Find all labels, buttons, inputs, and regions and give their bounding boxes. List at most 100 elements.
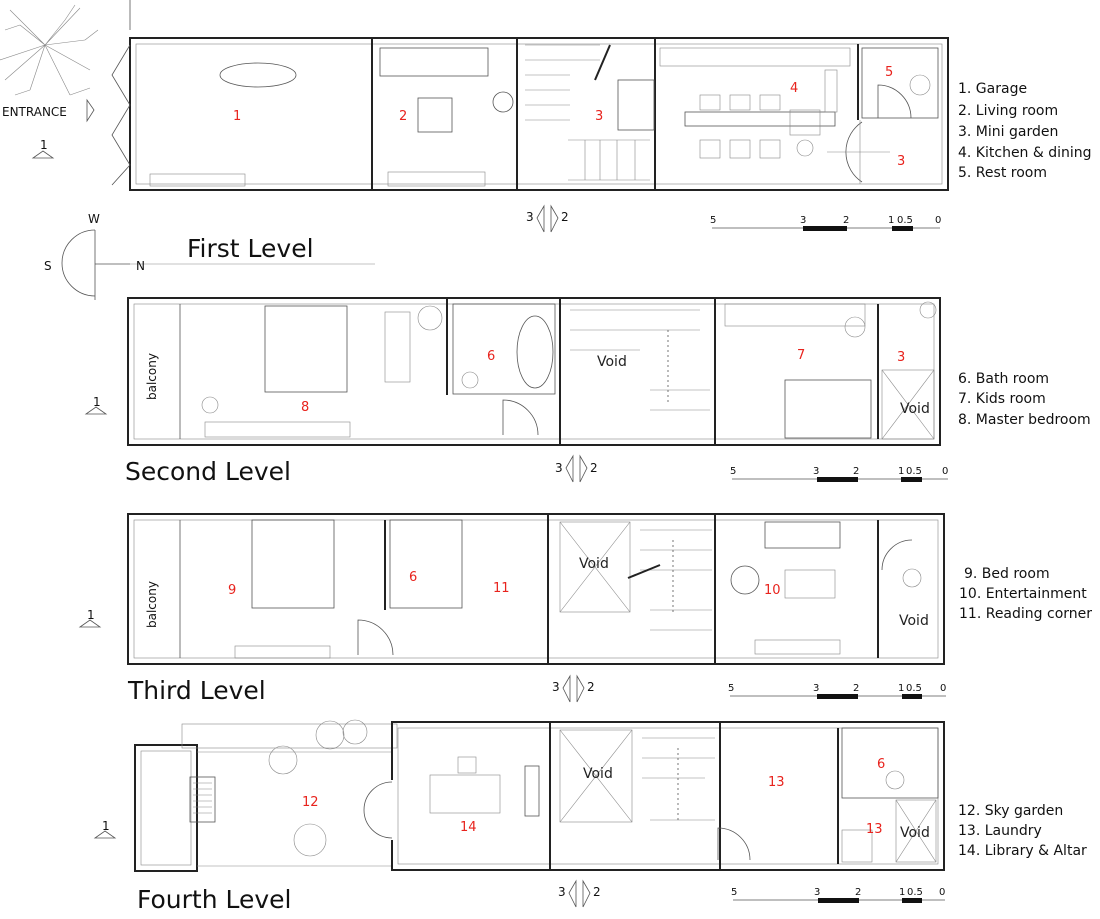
room-number: 2	[399, 109, 407, 124]
void-label: Void	[899, 613, 929, 629]
svg-text:2: 2	[853, 683, 859, 694]
svg-text:3: 3	[813, 683, 819, 694]
balcony-label: balcony	[145, 353, 159, 400]
svg-text:1: 1	[93, 395, 101, 409]
svg-text:3: 3	[552, 680, 560, 694]
scale-bar-third: 5 3 2 1 0.5 0	[728, 683, 946, 699]
svg-text:1: 1	[888, 215, 894, 226]
section-marker-second: 1	[84, 395, 108, 415]
legend-item: 10. Entertainment	[959, 586, 1087, 602]
tree-symbol	[0, 4, 99, 96]
compass: W S N	[44, 212, 375, 300]
svg-text:3: 3	[558, 885, 566, 899]
legend-item: 14. Library & Altar	[958, 843, 1087, 859]
room-number: 1	[233, 109, 241, 124]
room-number: 13	[768, 775, 785, 790]
compass-north: N	[136, 259, 145, 273]
svg-text:1: 1	[898, 466, 904, 477]
entrance-arrow-icon	[86, 98, 95, 123]
room-number: 6	[877, 757, 885, 772]
room-number: 11	[493, 581, 510, 596]
third-level-plan	[127, 513, 945, 665]
fourth-level-plan	[134, 719, 945, 872]
svg-text:2: 2	[587, 680, 595, 694]
svg-text:3: 3	[814, 887, 820, 898]
svg-text:0: 0	[935, 215, 941, 226]
svg-text:1: 1	[40, 138, 48, 152]
room-number: 14	[460, 820, 477, 835]
first-level-plan	[111, 37, 949, 191]
legend-item: 8. Master bedroom	[958, 412, 1091, 428]
svg-text:2: 2	[853, 466, 859, 477]
scale-bar-fourth: 5 3 2 1 0.5 0	[731, 887, 945, 903]
void-label: Void	[900, 401, 930, 417]
room-number: 5	[885, 65, 893, 80]
svg-text:2: 2	[561, 210, 569, 224]
legend-item: 12. Sky garden	[958, 803, 1063, 819]
legend-third: 9. Bed room 10. Entertainment 11. Readin…	[959, 566, 1092, 622]
section-arrows-first: 3 2	[526, 204, 569, 233]
svg-text:2: 2	[855, 887, 861, 898]
svg-text:3: 3	[555, 461, 563, 475]
room-number: 3	[897, 154, 905, 169]
svg-text:5: 5	[731, 887, 737, 898]
svg-text:0: 0	[942, 466, 948, 477]
legend-item: 13. Laundry	[958, 823, 1042, 839]
void-label: Void	[900, 825, 930, 841]
void-label: Void	[597, 354, 627, 370]
svg-text:1: 1	[87, 608, 95, 622]
room-number: 6	[409, 570, 417, 585]
svg-text:3: 3	[526, 210, 534, 224]
legend-second: 6. Bath room 7. Kids room 8. Master bedr…	[958, 371, 1091, 428]
room-number: 6	[487, 349, 495, 364]
section-marker-fourth: 1	[93, 819, 117, 839]
svg-text:1: 1	[898, 683, 904, 694]
scale-bar-first: 5 3 2 1 0.5 0	[710, 215, 941, 231]
legend-item: 1. Garage	[958, 81, 1027, 97]
room-number: 8	[301, 400, 309, 415]
compass-south: S	[44, 259, 52, 273]
room-number: 10	[764, 583, 781, 598]
level-title-fourth: Fourth Level	[137, 885, 292, 914]
room-number: 4	[790, 81, 798, 96]
legend-fourth: 12. Sky garden 13. Laundry 14. Library &…	[958, 803, 1087, 859]
svg-text:2: 2	[843, 215, 849, 226]
svg-text:1: 1	[899, 887, 905, 898]
svg-text:3: 3	[800, 215, 806, 226]
svg-text:0: 0	[940, 683, 946, 694]
legend-item: 3. Mini garden	[958, 124, 1058, 140]
legend-item: 2. Living room	[958, 103, 1058, 119]
room-number: 3	[595, 109, 603, 124]
room-number: 7	[797, 348, 805, 363]
svg-text:5: 5	[730, 466, 736, 477]
svg-text:1: 1	[102, 819, 110, 833]
section-marker-third: 1	[78, 608, 102, 628]
svg-text:0.5: 0.5	[906, 683, 922, 694]
section-arrows-fourth: 3 2	[558, 879, 601, 908]
svg-text:0.5: 0.5	[907, 887, 923, 898]
void-label: Void	[583, 766, 613, 782]
void-label: Void	[579, 556, 609, 572]
entrance-label: ENTRANCE	[2, 105, 67, 119]
legend-item: 4. Kitchen & dining	[958, 145, 1092, 161]
legend-item: 9. Bed room	[964, 566, 1050, 582]
room-number: 12	[302, 795, 319, 810]
compass-west: W	[88, 212, 100, 226]
room-number: 13	[866, 822, 883, 837]
scale-bar-second: 5 3 2 1 0.5 0	[730, 466, 948, 482]
legend-first: 1. Garage 2. Living room 3. Mini garden …	[958, 81, 1092, 181]
section-marker-first: 1	[31, 138, 55, 159]
svg-text:0.5: 0.5	[906, 466, 922, 477]
balcony-label: balcony	[145, 581, 159, 628]
second-level-plan	[127, 297, 941, 446]
legend-item: 6. Bath room	[958, 371, 1049, 387]
room-number: 9	[228, 583, 236, 598]
legend-item: 11. Reading corner	[959, 606, 1092, 622]
section-arrows-third: 3 2	[552, 674, 595, 703]
svg-text:5: 5	[710, 215, 716, 226]
legend-item: 7. Kids room	[958, 391, 1046, 407]
level-title-second: Second Level	[125, 457, 291, 486]
legend-item: 5. Rest room	[958, 165, 1047, 181]
svg-text:3: 3	[813, 466, 819, 477]
